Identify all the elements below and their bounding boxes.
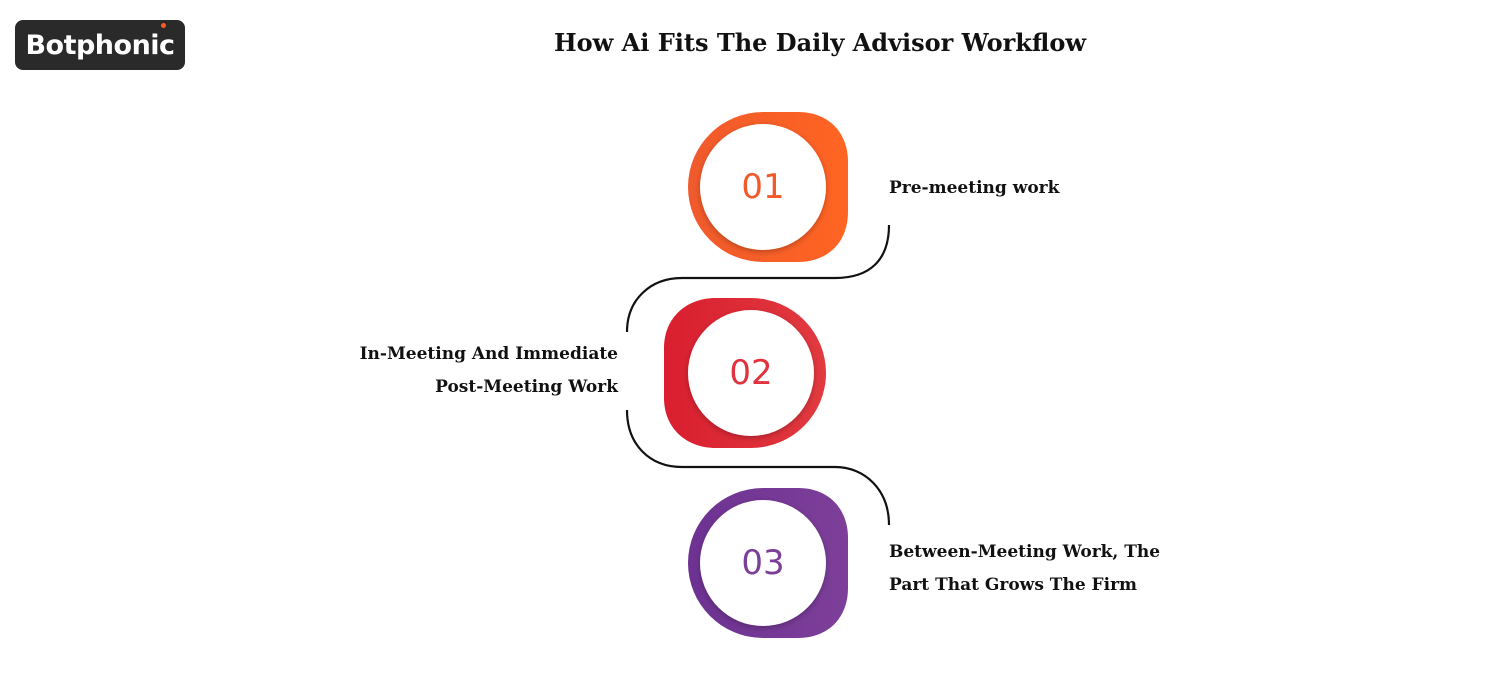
step-3-badge xyxy=(688,488,848,638)
step-3-label-line-2: Part That Grows The Firm xyxy=(889,575,1138,595)
step-1-label-line-1: Pre-meeting work xyxy=(889,178,1060,198)
workflow-step-1: 01 xyxy=(688,112,848,262)
brand-logo: Botphonic xyxy=(15,20,185,70)
connector-2-3 xyxy=(625,409,891,526)
workflow-step-3: 03 xyxy=(688,488,848,638)
page-title: How Ai Fits The Daily Advisor Workflow xyxy=(553,28,1087,57)
step-3-number: 03 xyxy=(741,543,785,583)
workflow-step-2: 02 xyxy=(664,298,826,448)
step-3-label-line-1: Between-Meeting Work, The xyxy=(889,542,1161,562)
step-3-label: Between-Meeting Work, The Part That Grow… xyxy=(889,536,1160,602)
connector-1-2 xyxy=(625,224,891,333)
step-1-badge xyxy=(688,112,848,262)
step-1-label: Pre-meeting work xyxy=(889,172,1059,205)
step-2-label-line-1: In-Meeting And Immediate xyxy=(359,344,618,364)
brand-logo-accent-dot xyxy=(161,23,166,28)
brand-logo-text: Botphonic xyxy=(25,29,175,61)
step-2-number: 02 xyxy=(729,353,773,393)
step-1-number: 01 xyxy=(741,167,785,207)
step-2-label-line-2: Post-Meeting Work xyxy=(435,377,618,397)
step-2-badge xyxy=(664,298,826,448)
step-2-label: In-Meeting And Immediate Post-Meeting Wo… xyxy=(360,338,618,404)
